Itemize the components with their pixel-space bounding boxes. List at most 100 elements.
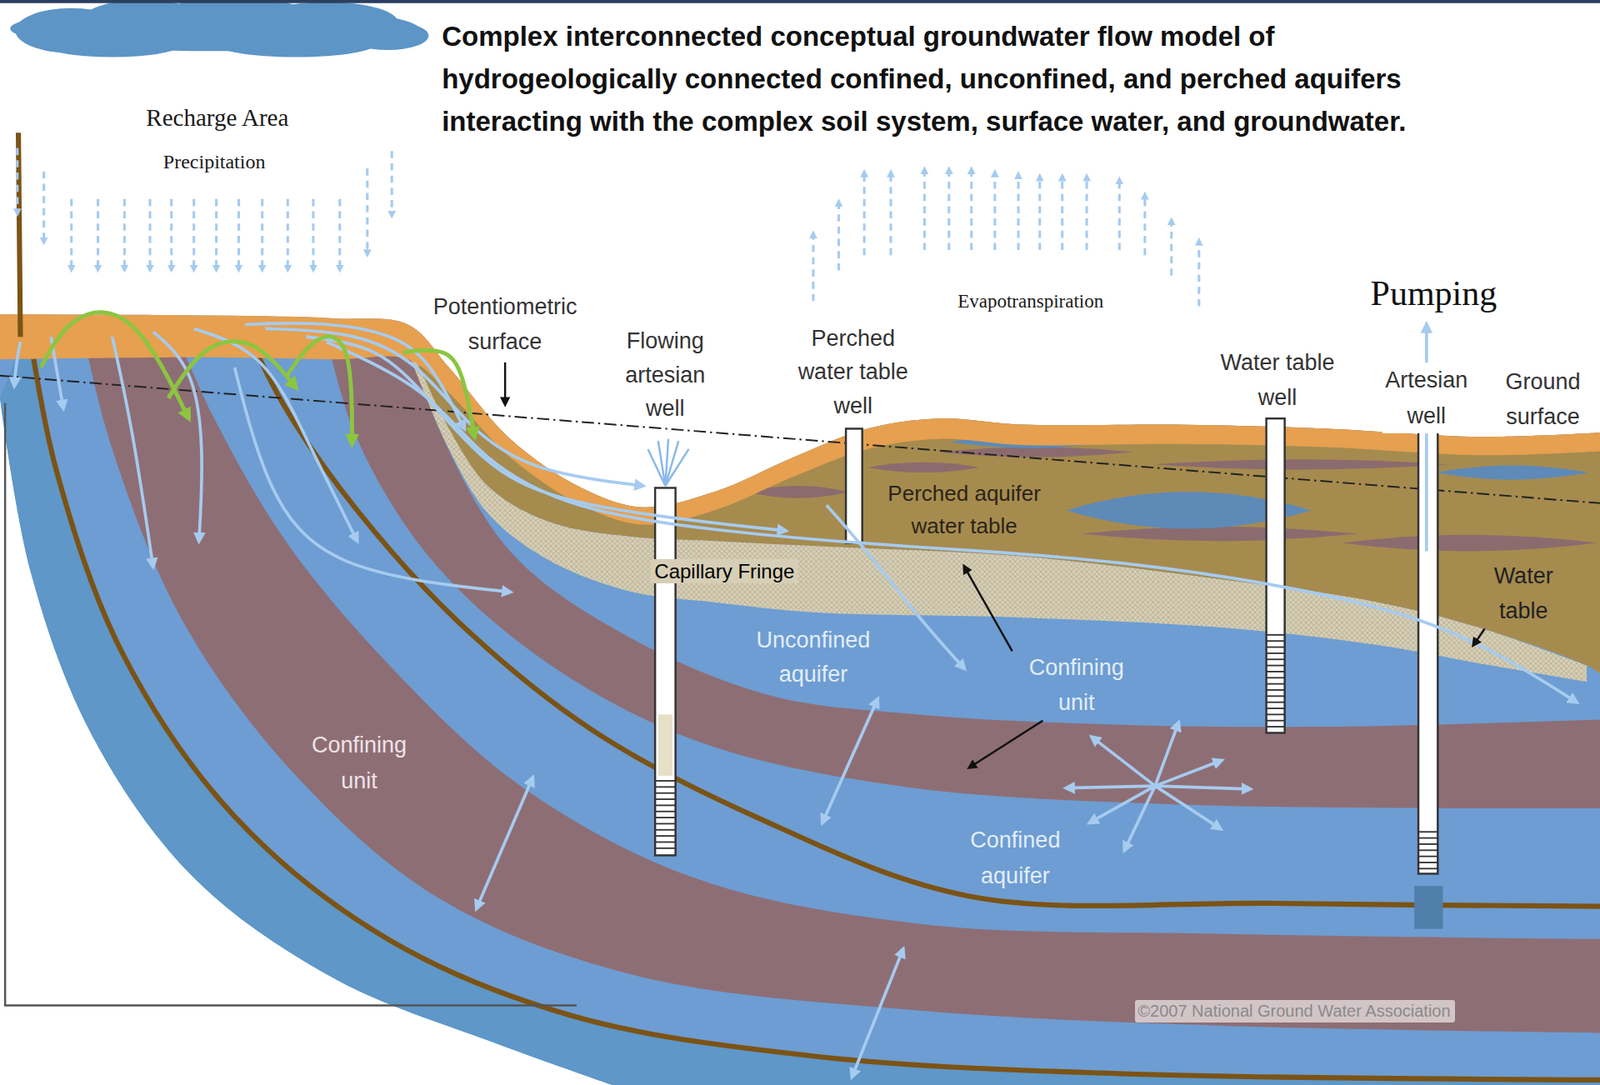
process-label: Pumping [1369, 273, 1498, 315]
surface-label: Potentiometric surface [432, 289, 579, 361]
well-screen [1266, 713, 1285, 715]
well-screen [1266, 683, 1285, 685]
pumping-arrow [1425, 324, 1429, 551]
well-screen [1266, 695, 1285, 697]
diagram-title: Complex interconnected conceptual ground… [441, 15, 1409, 143]
well-screen [1266, 665, 1285, 667]
surface-label: Water table [1492, 559, 1555, 629]
evapotranspiration-arrow [1118, 178, 1121, 250]
evapotranspiration-arrow [1197, 240, 1200, 307]
layer-label: Confining unit [1027, 650, 1125, 720]
surface-label: Ground surface [1504, 365, 1582, 435]
evapotranspiration-arrow [863, 171, 866, 255]
flow-direction-arrow [1155, 760, 1222, 787]
process-label: Precipitation [162, 150, 267, 174]
flow-arrow [14, 341, 20, 386]
well-screen [655, 804, 675, 806]
evapotranspiration-arrow [1017, 173, 1020, 250]
precipitation-arrow [338, 199, 341, 271]
recharge-arc [40, 312, 190, 420]
precipitation-arrow [123, 199, 126, 271]
pointer-arrow [1473, 628, 1485, 645]
well-screen [1266, 725, 1285, 728]
flow-arrow [112, 336, 154, 567]
recharge-arcs [40, 312, 475, 445]
well-screen [1418, 837, 1438, 840]
precipitation-arrow [15, 148, 19, 215]
flow-arrows [14, 323, 1577, 703]
cloud-lobe [40, 28, 184, 57]
zone-label: Capillary Fringe [650, 559, 799, 584]
copyright-note: ©2007 National Ground Water Association [1135, 1000, 1455, 1023]
evapotranspiration-arrow [1038, 175, 1041, 250]
well-casing [845, 428, 863, 543]
precipitation-arrow [365, 168, 369, 255]
clay-lens [867, 462, 980, 473]
well-screen [1418, 867, 1438, 870]
well-screen [655, 816, 675, 819]
clay-lens [1081, 526, 1358, 541]
well-screen [655, 841, 675, 844]
layer-label: Confined aquifer [969, 822, 1062, 895]
evapotranspiration-arrow [923, 168, 926, 250]
leakage-arrows [476, 699, 1250, 1077]
well-screen [1266, 676, 1285, 679]
leakage-arrow [476, 777, 533, 909]
flow-arrow [326, 341, 1577, 702]
leakage-arrow [822, 699, 878, 823]
precipitation-arrow [311, 199, 315, 271]
well-screen [655, 829, 675, 831]
evapotranspiration-arrow [1143, 194, 1146, 255]
well-label: Flowing artesian well [624, 324, 707, 425]
clay-lens [1153, 459, 1450, 470]
evapotranspiration-arrow [811, 232, 815, 301]
cloud [10, 0, 429, 58]
well-screen [1418, 843, 1438, 845]
well-screen [655, 798, 675, 800]
evapotranspiration-arrow [1085, 175, 1089, 250]
flow-direction-arrow [1155, 785, 1250, 790]
precipitation-arrow [148, 199, 151, 271]
artesian-spray [665, 440, 679, 486]
precipitation-arrow [390, 150, 394, 216]
well-screen [1266, 689, 1285, 691]
evapotranspiration-arrow [947, 168, 950, 250]
precipitation-arrow [96, 199, 100, 271]
process-label: Evapotranspiration [956, 290, 1105, 314]
frame [5, 403, 577, 1006]
artesian-spray [658, 440, 666, 486]
well-screen [1266, 670, 1285, 673]
well-screen [655, 847, 675, 850]
precipitation-arrow [260, 199, 264, 271]
well-screen [655, 810, 675, 813]
evapotranspiration-arrow [837, 200, 840, 270]
capillary-fringe [408, 341, 1587, 682]
well-screen [655, 792, 675, 795]
artesian-spray [665, 449, 689, 486]
well-screen [1266, 707, 1285, 710]
well-screen [1418, 849, 1438, 851]
well-screen [655, 823, 675, 825]
well-label: Perched water table well [796, 321, 910, 423]
evapotranspiration-arrow [970, 168, 973, 250]
flow-direction-arrow [1155, 785, 1220, 829]
well-screen [1266, 652, 1285, 655]
well-screen [1266, 658, 1285, 660]
well-casing [655, 487, 675, 855]
recharge-arc [168, 341, 296, 399]
flow-direction-arrow [1090, 785, 1155, 823]
flow-arrow [245, 323, 465, 430]
well-intake [1414, 885, 1443, 929]
area-label: Recharge Area [145, 103, 290, 132]
recharge-arc [285, 336, 353, 445]
well-label: Artesian well [1381, 362, 1472, 435]
well-screen [1418, 830, 1438, 833]
precipitation-arrow [237, 199, 240, 271]
well-screen [655, 785, 675, 788]
aquifer-layer [0, 314, 1600, 1085]
pointer-arrow [964, 566, 1013, 652]
well-screen [655, 780, 675, 782]
layer-label: Confining unit [310, 727, 409, 800]
well-screen [1266, 640, 1285, 642]
well-screen [1266, 701, 1285, 704]
